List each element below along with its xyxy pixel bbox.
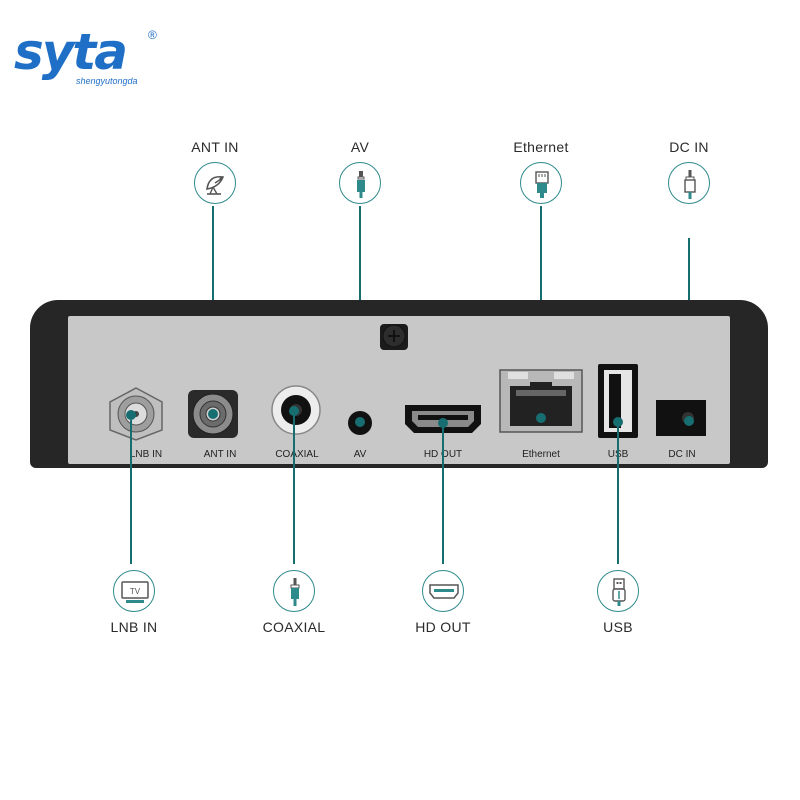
logo-registered-mark: ® bbox=[148, 28, 157, 42]
port-label-ethernet: Ethernet bbox=[522, 449, 560, 460]
satellite-dish-icon bbox=[194, 162, 236, 204]
coaxial-plug-icon bbox=[273, 570, 315, 612]
power-plug-icon bbox=[668, 162, 710, 204]
hd-out-leader-line bbox=[442, 424, 444, 564]
lnb-in-port bbox=[109, 387, 163, 441]
logo-wordmark: syta bbox=[14, 23, 128, 81]
callout-label-usb: USB bbox=[603, 619, 633, 635]
callout-label-ethernet: Ethernet bbox=[513, 139, 569, 155]
usb-icon bbox=[597, 570, 639, 612]
callout-label-hd-out: HD OUT bbox=[415, 619, 471, 635]
callout-label-lnb-in: LNB IN bbox=[110, 619, 158, 635]
ethernet-plug-icon bbox=[520, 162, 562, 204]
port-label-coaxial: COAXIAL bbox=[275, 449, 319, 460]
coaxial-leader-line bbox=[293, 412, 295, 564]
callout-label-av: AV bbox=[350, 139, 370, 155]
av-marker-dot bbox=[355, 417, 365, 427]
callout-label-dc-in: DC IN bbox=[669, 139, 709, 155]
audio-jack-icon bbox=[339, 162, 381, 204]
port-label-av: AV bbox=[353, 449, 367, 460]
port-label-ant-in: ANT IN bbox=[203, 449, 237, 460]
screw-icon bbox=[380, 324, 408, 350]
coaxial-marker-dot bbox=[289, 406, 299, 416]
tv-icon: TV bbox=[113, 570, 155, 612]
usb-leader-line bbox=[617, 423, 619, 564]
callout-label-coaxial: COAXIAL bbox=[262, 619, 326, 635]
hdmi-icon bbox=[422, 570, 464, 612]
hdmi-port bbox=[405, 405, 481, 433]
lnb-in-marker-dot bbox=[126, 410, 136, 420]
callout-label-ant-in: ANT IN bbox=[191, 139, 239, 155]
port-label-lnb-in: LNB IN bbox=[129, 449, 163, 460]
port-label-dc-in: DC IN bbox=[668, 449, 696, 460]
usb-marker-dot bbox=[613, 417, 623, 427]
lnb-in-leader-line bbox=[130, 420, 132, 564]
logo-subtitle: shengyutongda bbox=[76, 76, 138, 86]
ant-in-marker-dot bbox=[208, 409, 218, 419]
ethernet-marker-dot bbox=[536, 413, 546, 423]
tv-icon-text: TV bbox=[130, 587, 141, 596]
brand-logo: syta ® shengyutongda bbox=[14, 22, 174, 92]
dc-in-marker-dot bbox=[684, 416, 694, 426]
hd-out-marker-dot bbox=[438, 418, 448, 428]
